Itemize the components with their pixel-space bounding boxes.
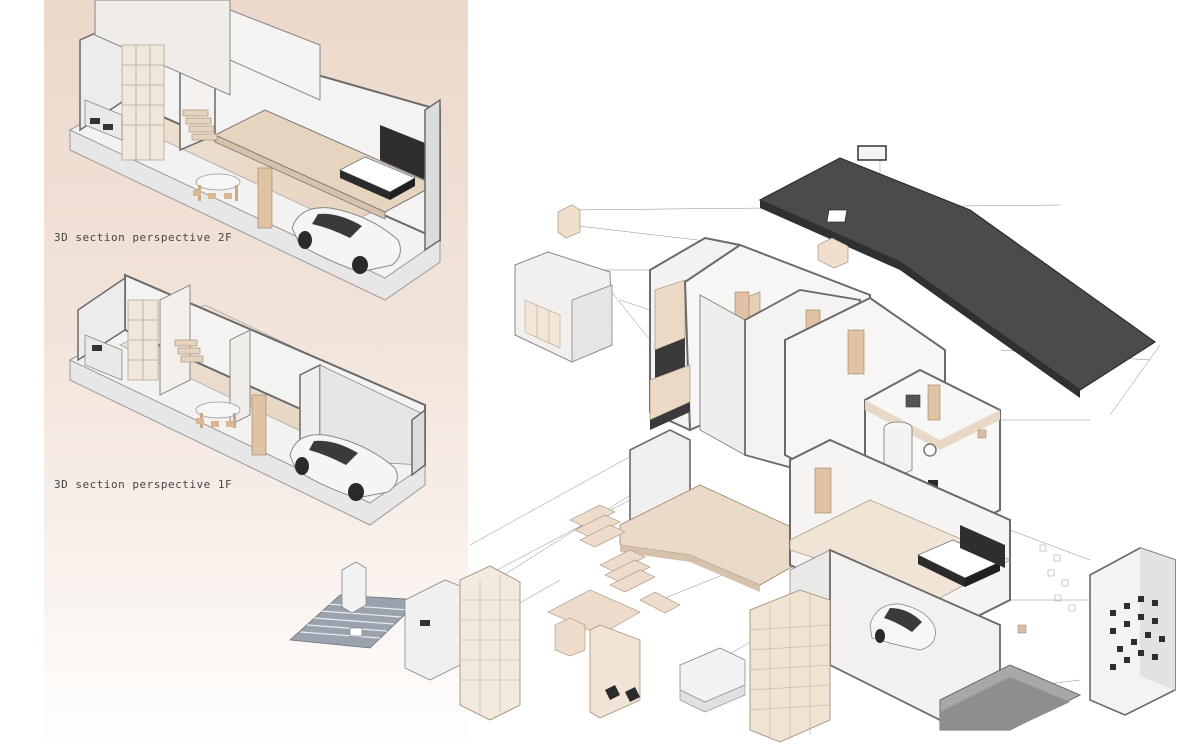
caption-section-1f: 3D section perspective 1F xyxy=(54,478,233,491)
car-icon xyxy=(291,207,401,274)
garden-deck xyxy=(289,561,421,649)
staircase-icon xyxy=(569,504,656,593)
bench-block xyxy=(679,647,746,713)
bed-icon xyxy=(917,525,1005,587)
staircase-icon xyxy=(182,109,218,141)
car-icon xyxy=(289,434,398,501)
caption-section-2f: 3D section perspective 2F xyxy=(54,231,233,244)
dining-table-icon xyxy=(195,401,241,428)
roof-plane xyxy=(758,145,1157,398)
car-icon xyxy=(869,603,936,651)
staircase-icon xyxy=(174,339,204,363)
cabinet-block xyxy=(514,251,613,363)
perforated-facade-wall xyxy=(1039,544,1176,716)
section-2f-model xyxy=(68,0,442,301)
kitchen-cabinet-set xyxy=(404,565,521,721)
stair-module xyxy=(547,589,681,719)
dining-table-icon xyxy=(193,173,241,201)
bed-icon xyxy=(339,125,430,200)
exploded-axonometric xyxy=(289,145,1176,743)
section-1f-model xyxy=(68,273,427,526)
window-block-icon xyxy=(1110,596,1165,670)
floor-slab-ground xyxy=(569,484,831,593)
timber-screen xyxy=(749,589,831,743)
